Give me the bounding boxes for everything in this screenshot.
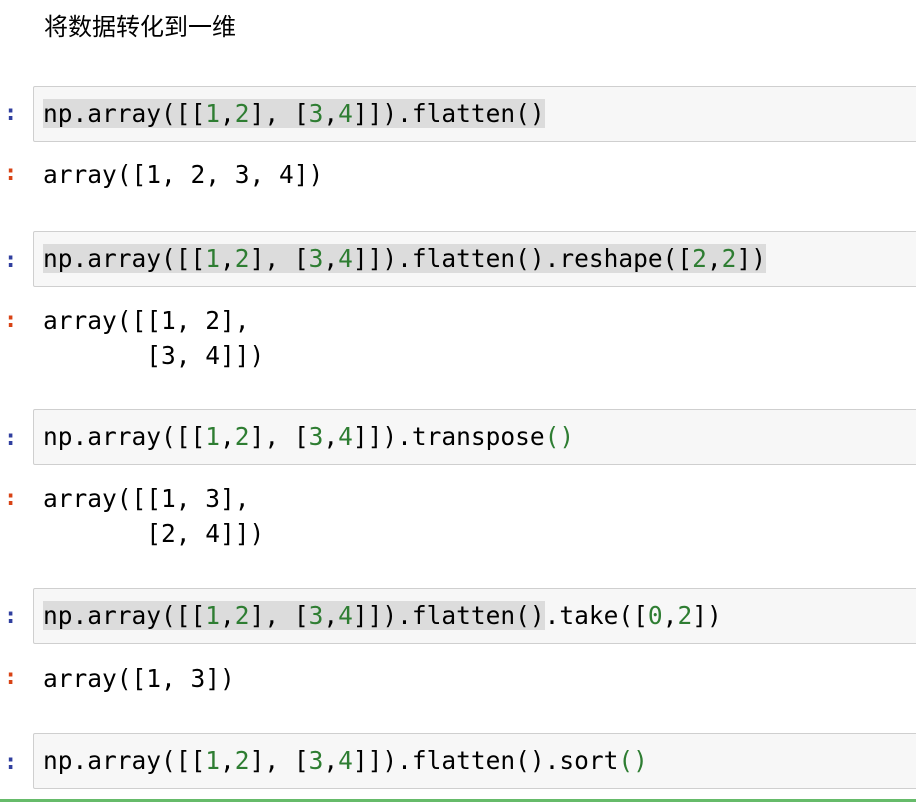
selected-cell-border <box>0 799 916 802</box>
out-prompt: : <box>4 486 18 511</box>
out-prompt: : <box>4 665 18 690</box>
in-prompt: : <box>4 101 18 126</box>
out-prompt: : <box>4 161 18 186</box>
code-cell-2[interactable]: np.array([[1,2], [3,4]]).flatten().resha… <box>33 231 916 287</box>
in-prompt: : <box>4 750 18 775</box>
in-prompt: : <box>4 248 18 273</box>
code-line: np.array([[1,2], [3,4]]).flatten().resha… <box>43 244 766 273</box>
code-cell-5[interactable]: np.array([[1,2], [3,4]]).flatten().sort(… <box>33 733 916 789</box>
cell-output: array([1, 2, 3, 4]) <box>43 160 324 189</box>
code-cell-3[interactable]: np.array([[1,2], [3,4]]).transpose() <box>33 409 916 465</box>
in-prompt: : <box>4 426 18 451</box>
code-line: np.array([[1,2], [3,4]]).flatten() <box>43 99 545 128</box>
in-prompt: : <box>4 604 18 629</box>
markdown-heading: 将数据转化到一维 <box>44 13 236 41</box>
out-prompt: : <box>4 308 18 333</box>
code-cell-4[interactable]: np.array([[1,2], [3,4]]).flatten().take(… <box>33 588 916 644</box>
cell-output: array([1, 3]) <box>43 664 235 693</box>
cell-output: array([[1, 2], [3, 4]]) <box>43 306 265 370</box>
cell-output: array([[1, 3], [2, 4]]) <box>43 484 265 548</box>
code-line: np.array([[1,2], [3,4]]).flatten().take(… <box>43 601 722 630</box>
code-line: np.array([[1,2], [3,4]]).flatten().sort(… <box>43 746 648 775</box>
code-line: np.array([[1,2], [3,4]]).transpose() <box>43 422 575 451</box>
code-cell-1[interactable]: np.array([[1,2], [3,4]]).flatten() <box>33 86 916 142</box>
